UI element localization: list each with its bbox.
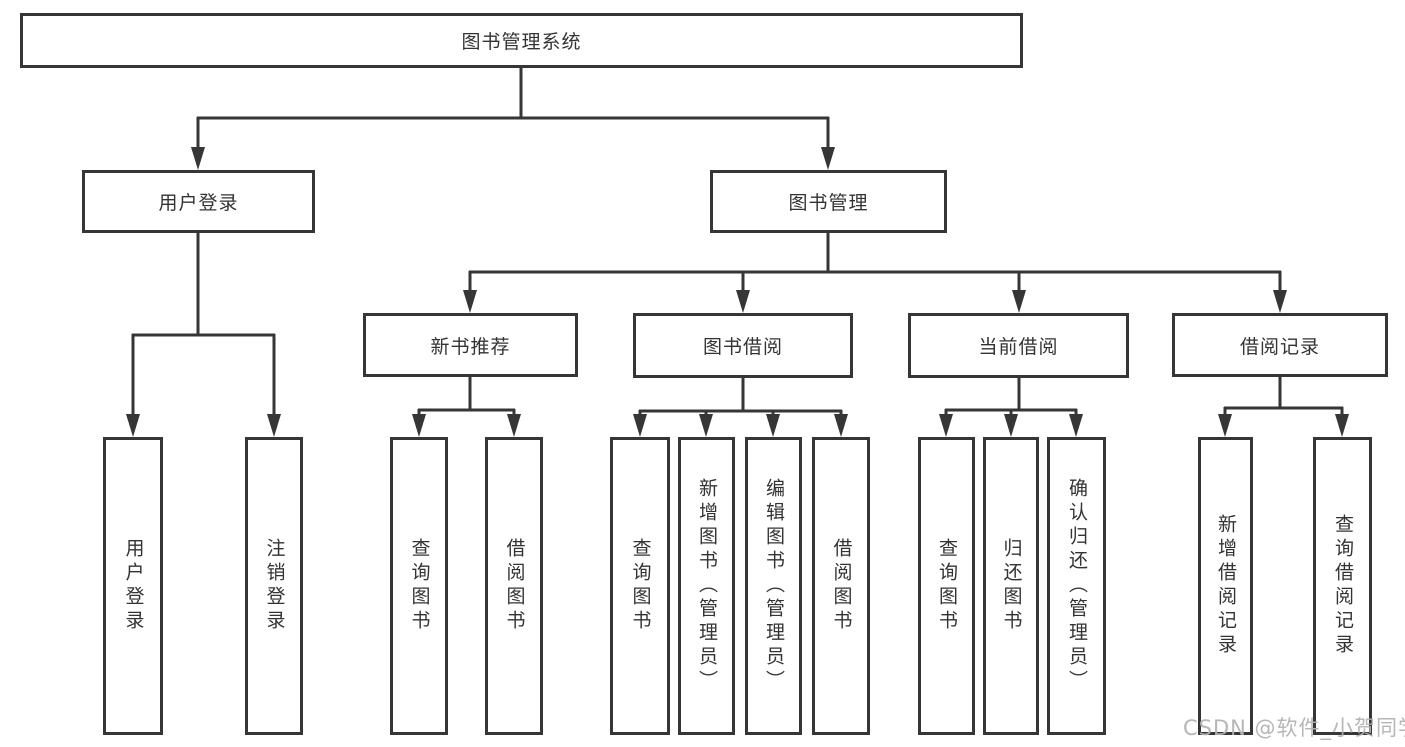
leaf-borrow-add-books-admin: 新增图书（管理员） — [678, 437, 735, 735]
arrowhead-icon — [1335, 414, 1349, 437]
leaf-current-query-books: 查询图书 — [918, 437, 975, 735]
leaf-records-add-borrow-record: 新增借阅记录 — [1198, 437, 1253, 735]
leaf-recommend-query-books: 查询图书 — [390, 437, 448, 735]
leaf-user-login: 用户登录 — [103, 437, 163, 735]
arrowhead-icon — [699, 414, 713, 437]
node-new-book-recommend: 新书推荐 — [363, 313, 578, 377]
connector-line — [196, 68, 830, 149]
leaf-borrow-edit-books-admin: 编辑图书（管理员） — [745, 437, 802, 735]
leaf-logout: 注销登录 — [245, 437, 303, 735]
arrowhead-icon — [412, 414, 426, 437]
node-book-management: 图书管理 — [710, 170, 947, 233]
leaf-current-confirm-return-admin: 确认归还（管理员） — [1047, 437, 1106, 735]
arrowhead-icon — [1273, 290, 1287, 313]
arrowhead-icon — [463, 290, 477, 313]
node-user-login: 用户登录 — [82, 170, 315, 233]
edges-book-management — [463, 233, 1287, 313]
node-borrow-records: 借阅记录 — [1172, 313, 1388, 377]
edges-book-borrow — [633, 378, 848, 437]
connector-line — [131, 233, 276, 416]
arrowhead-icon — [1012, 290, 1026, 313]
edges-root — [191, 68, 835, 170]
csdn-watermark: CSDN @软件_小贺同学 — [1183, 716, 1405, 740]
arrowhead-icon — [1004, 414, 1018, 437]
edges-borrow-records — [1218, 377, 1349, 437]
arrowhead-icon — [939, 414, 953, 437]
leaf-recommend-borrow-books: 借阅图书 — [485, 437, 543, 735]
arrowhead-icon — [267, 414, 281, 437]
connector-line — [417, 377, 516, 416]
leaf-records-query-borrow-record: 查询借阅记录 — [1313, 437, 1372, 735]
leaf-current-return-books: 归还图书 — [983, 437, 1039, 735]
edges-new-book-recommend — [412, 377, 521, 437]
connector-line — [1223, 377, 1344, 416]
connector-line — [468, 233, 1282, 292]
arrowhead-icon — [126, 414, 140, 437]
leaf-borrow-query-books: 查询图书 — [610, 437, 670, 735]
arrowhead-icon — [633, 414, 647, 437]
edges-current-borrow — [939, 378, 1083, 437]
arrowhead-icon — [736, 290, 750, 313]
node-current-borrow: 当前借阅 — [908, 313, 1129, 378]
arrowhead-icon — [821, 147, 835, 170]
arrowhead-icon — [1069, 414, 1083, 437]
arrowhead-icon — [507, 414, 521, 437]
node-root-system: 图书管理系统 — [20, 13, 1023, 68]
connector-line — [638, 378, 843, 416]
arrowhead-icon — [1218, 414, 1232, 437]
arrowhead-icon — [766, 414, 780, 437]
connector-line — [944, 378, 1078, 416]
leaf-borrow-borrow-books: 借阅图书 — [812, 437, 870, 735]
arrowhead-icon — [191, 147, 205, 170]
arrowhead-icon — [834, 414, 848, 437]
node-book-borrow: 图书借阅 — [633, 313, 853, 378]
edges-user-login — [126, 233, 281, 437]
